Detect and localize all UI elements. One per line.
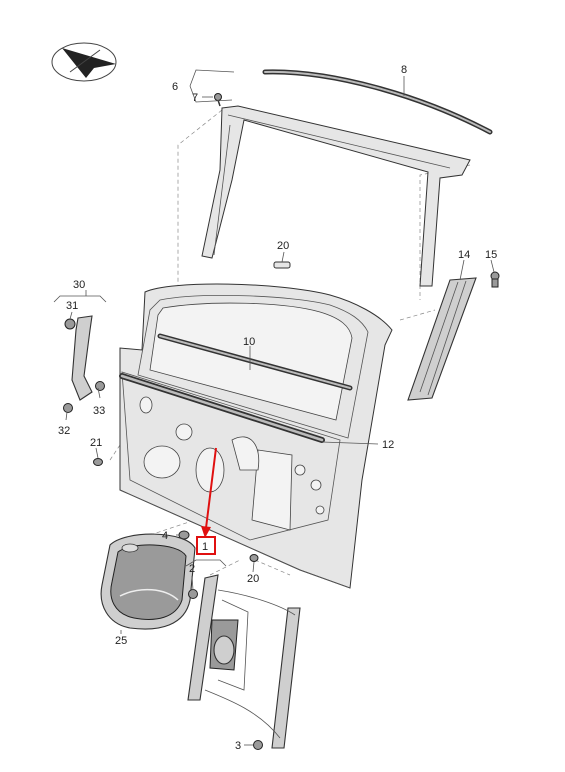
callout-25[interactable]: 25 — [115, 635, 127, 647]
callout-15[interactable]: 15 — [485, 249, 497, 261]
guide-rail — [407, 277, 477, 401]
callout-33[interactable]: 33 — [93, 405, 105, 417]
callout-20-top[interactable]: 20 — [277, 240, 289, 252]
callout-labels: 1 2 3 4 6 7 8 10 12 14 15 20 20 21 25 30… — [58, 64, 497, 752]
screw-7 — [214, 93, 222, 107]
leader-lines — [53, 69, 495, 746]
nut-3 — [253, 740, 263, 750]
bolt-15 — [490, 271, 500, 288]
callout-31[interactable]: 31 — [66, 300, 78, 312]
direction-arrow-icon — [51, 42, 117, 82]
highlight-arrow — [201, 447, 217, 538]
callout-10[interactable]: 10 — [243, 336, 255, 348]
callout-30[interactable]: 30 — [73, 279, 85, 291]
callout-14[interactable]: 14 — [458, 249, 470, 261]
callout-32[interactable]: 32 — [58, 425, 70, 437]
callout-6[interactable]: 6 — [172, 81, 178, 93]
callout-1-highlight-box — [196, 536, 216, 555]
nut-2 — [188, 589, 198, 599]
plug-20-bottom — [249, 554, 259, 562]
door-panel — [119, 283, 393, 589]
window-regulator — [187, 574, 301, 749]
callout-8[interactable]: 8 — [401, 64, 407, 76]
callout-21[interactable]: 21 — [90, 437, 102, 449]
callout-20-bottom[interactable]: 20 — [247, 573, 259, 585]
assembly-guide-lines — [109, 109, 471, 576]
callout-2[interactable]: 2 — [189, 563, 195, 575]
trim-cover — [100, 533, 196, 630]
plug-20-top — [273, 261, 291, 269]
callout-12[interactable]: 12 — [382, 439, 394, 451]
callout-1[interactable]: 1 — [202, 541, 208, 553]
window-frame — [201, 105, 471, 287]
hinge-bracket — [63, 315, 105, 413]
grommet-21 — [93, 458, 103, 466]
callout-3[interactable]: 3 — [235, 740, 241, 752]
callout-4[interactable]: 4 — [162, 530, 168, 542]
callout-7[interactable]: 7 — [192, 92, 198, 104]
